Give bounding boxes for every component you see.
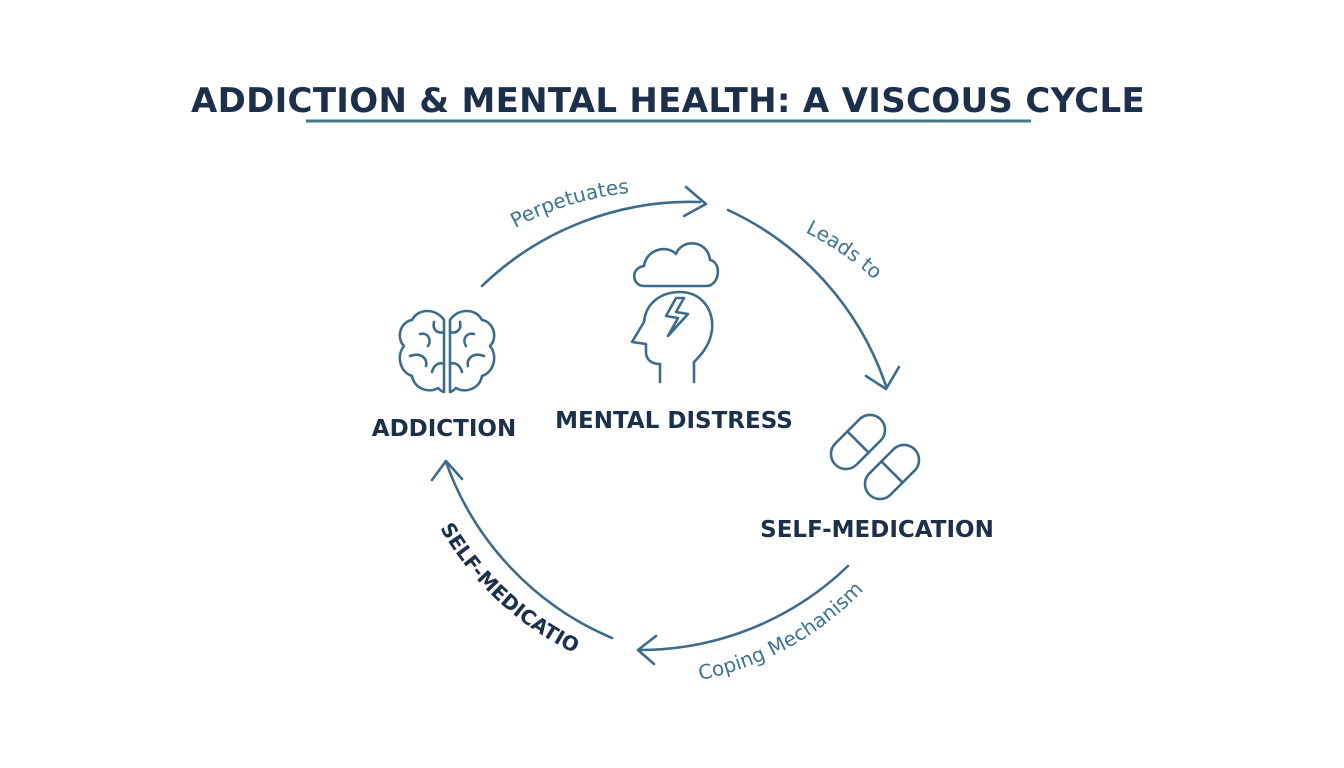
page-title: ADDICTION & MENTAL HEALTH: A VISCOUS CYC… [191, 81, 1145, 121]
arc-bottom [638, 564, 850, 652]
node-label-addiction: ADDICTION [372, 416, 516, 442]
arc-left [444, 460, 614, 640]
head-storm-icon [630, 242, 720, 384]
node-label-self-medication: SELF-MEDICATION [760, 517, 994, 543]
cycle-arrows [430, 185, 901, 666]
arc-right [726, 208, 888, 388]
arrowhead-top [682, 185, 708, 218]
arc-label-leads-to: Leads to [803, 215, 888, 284]
node-label-mental-distress: MENTAL DISTRESS [555, 408, 793, 434]
arrowhead-right [864, 365, 901, 391]
pills-icon [829, 413, 921, 501]
arrowhead-bottom [636, 634, 658, 666]
arc-label-coping-mechanism: Coping Mechanism [696, 577, 868, 685]
arrowhead-left [430, 459, 464, 482]
arc-label-perpetuates: Perpetuates [506, 174, 630, 232]
arc-top [480, 200, 702, 288]
brain-icon [398, 309, 496, 394]
